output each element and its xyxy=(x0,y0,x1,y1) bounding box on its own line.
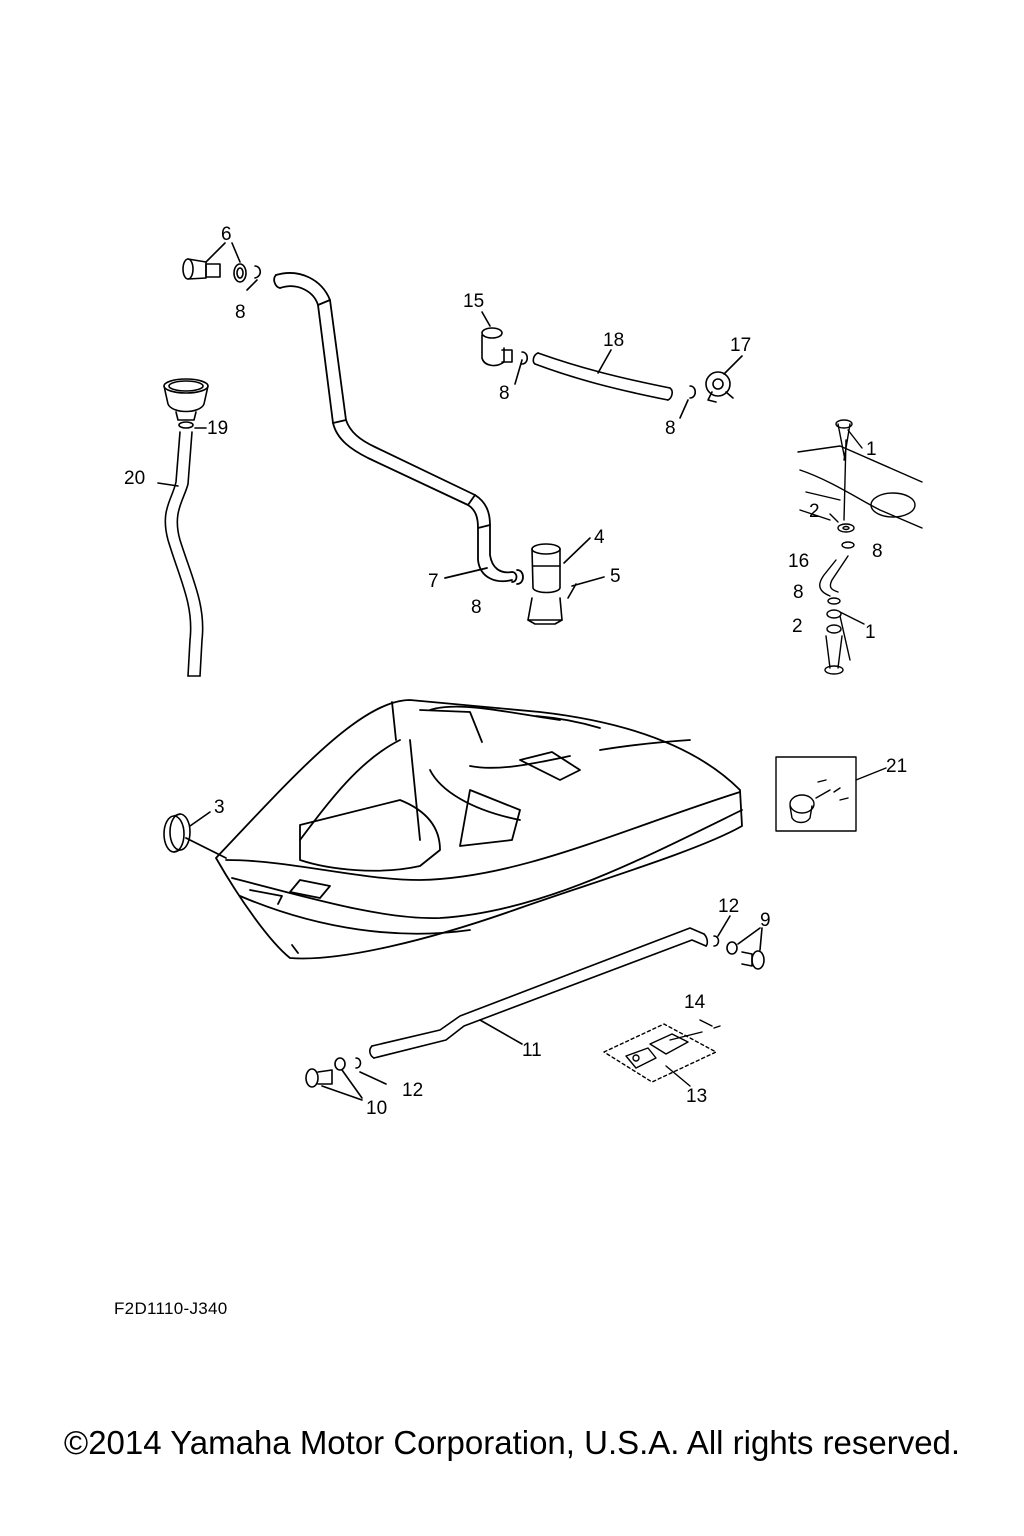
part-18-hose xyxy=(532,349,673,401)
part-19-20-filler xyxy=(157,378,209,677)
part-21-detail-box xyxy=(775,756,887,832)
callout-2-top: 2 xyxy=(809,501,820,522)
callout-labels: 1 1 2 2 3 4 5 6 7 8 8 8 8 8 8 9 10 11 12… xyxy=(124,224,907,1119)
callout-8-pump: 8 xyxy=(471,597,482,618)
callout-5: 5 xyxy=(610,566,621,587)
callout-7: 7 xyxy=(428,571,439,592)
boat-hull xyxy=(185,699,743,960)
part-11-pipe xyxy=(369,927,709,1059)
part-6-fitting xyxy=(182,242,262,291)
callout-6: 6 xyxy=(221,224,232,245)
callout-20: 20 xyxy=(124,468,145,489)
callout-8-right: 8 xyxy=(665,418,676,439)
callout-3: 3 xyxy=(214,797,225,818)
callout-8-center: 8 xyxy=(499,383,510,404)
callout-8-side-upper: 8 xyxy=(872,541,883,562)
part-7-hose xyxy=(273,272,524,585)
copyright-notice: ©2014 Yamaha Motor Corporation, U.S.A. A… xyxy=(63,1424,961,1461)
callout-13: 13 xyxy=(686,1086,707,1107)
callout-12-left: 12 xyxy=(402,1080,423,1101)
callout-4: 4 xyxy=(594,527,605,548)
callout-11: 11 xyxy=(522,1040,542,1061)
callout-9: 9 xyxy=(760,910,771,931)
callout-16: 16 xyxy=(788,551,809,572)
callout-15: 15 xyxy=(463,291,484,312)
callout-19: 19 xyxy=(207,418,228,439)
callout-1-top: 1 xyxy=(866,439,877,460)
part-3-plug xyxy=(163,811,211,853)
right-side-deck xyxy=(797,419,923,675)
callout-14: 14 xyxy=(684,992,706,1013)
part-13-14-plate xyxy=(603,1019,721,1087)
part-17-valve xyxy=(679,355,743,419)
part-9-10-12-plugs xyxy=(305,915,765,1101)
callout-8-top-left: 8 xyxy=(235,302,246,323)
callout-21: 21 xyxy=(886,756,907,777)
part-15-fitting xyxy=(481,311,529,385)
callout-1-bottom: 1 xyxy=(865,622,876,643)
callout-17: 17 xyxy=(730,335,751,356)
callout-18: 18 xyxy=(603,330,624,351)
callout-10: 10 xyxy=(366,1098,387,1119)
drawing-code: F2D1110-J340 xyxy=(114,1299,228,1318)
callout-12-right: 12 xyxy=(718,896,739,917)
callout-8-side-lower: 8 xyxy=(793,582,804,603)
part-4-5-pump xyxy=(527,537,605,625)
callout-2-bottom: 2 xyxy=(792,616,803,637)
